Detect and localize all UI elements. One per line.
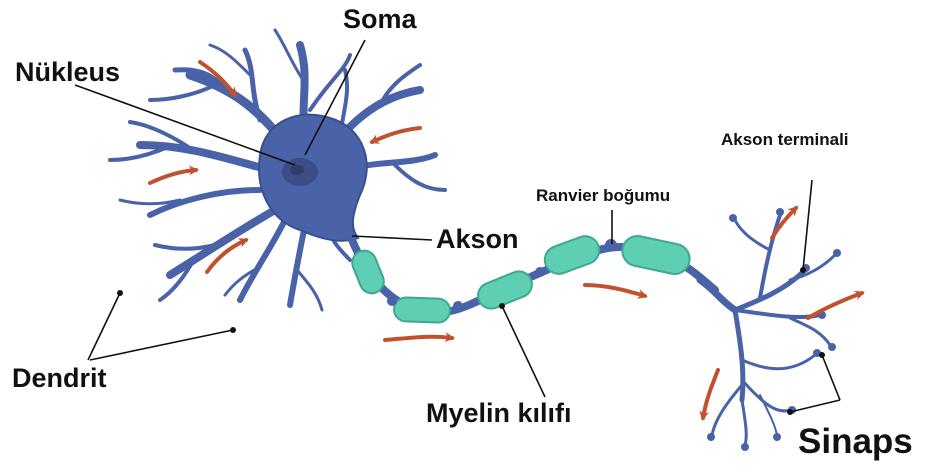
nucleolus [290,165,304,175]
label-axon: Akson [436,224,519,255]
label-soma: Soma [343,4,417,35]
label-myelin-sheath: Myelin kılıfı [426,398,572,429]
label-synapse: Sinaps [798,422,913,462]
label-axon-terminal: Akson terminali [721,130,849,150]
myelin-segments [349,232,693,323]
axon-terminals [700,215,835,445]
label-nucleus: Nükleus [15,57,120,88]
label-dendrite: Dendrit [12,363,107,394]
terminal-bulbs [707,208,841,451]
label-ranvier-node: Ranvier boğumu [536,186,670,206]
